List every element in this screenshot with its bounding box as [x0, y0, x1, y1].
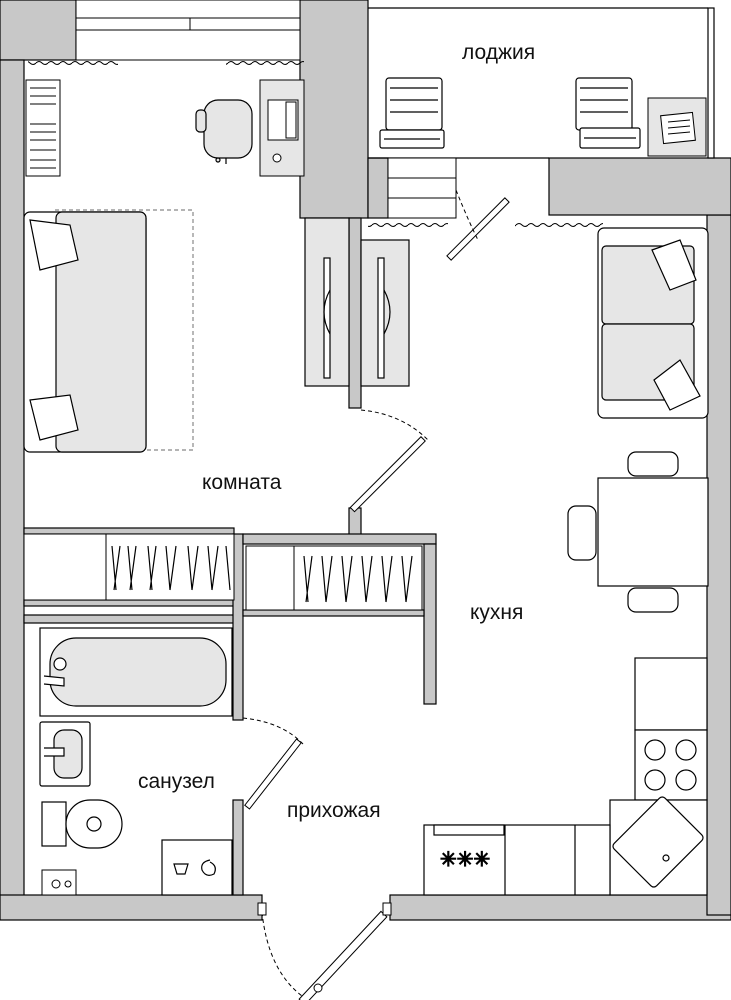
curtain-room-right: [226, 60, 304, 66]
sofa-room: [23, 209, 194, 453]
washing-machine: [161, 839, 233, 896]
loggia-chair-right: [575, 77, 641, 149]
hob: [634, 729, 708, 801]
kitchen-cabinet-top: [634, 657, 708, 731]
balcony-door-block: [387, 157, 457, 219]
room-wardrobe-right: [360, 239, 410, 387]
label-room: комната: [202, 471, 282, 494]
office-chair: [195, 99, 253, 164]
label-hallway: прихожая: [287, 799, 381, 822]
wardrobe-hallway: [245, 545, 423, 611]
bathroom-door: [242, 717, 304, 810]
label-kitchen: кухня: [470, 601, 524, 624]
loggia-table: [647, 97, 707, 157]
curtain-room-left: [28, 60, 118, 66]
desk: [259, 79, 305, 177]
wardrobe-room-side: [23, 533, 235, 601]
dining-table: [567, 451, 709, 613]
room-window: [75, 0, 301, 61]
label-bathroom: санузел: [138, 770, 215, 793]
balcony-door: [446, 189, 510, 261]
room-wardrobe-left: [304, 217, 350, 387]
entrance-door: [257, 902, 392, 1000]
room-door: [349, 409, 429, 513]
toilet: [41, 799, 123, 849]
bathroom-floor-item: [41, 869, 77, 896]
curtain-kitchen: [515, 223, 603, 229]
washbasin: [39, 721, 91, 787]
label-loggia: лоджия: [462, 41, 536, 64]
svg-text:✳✳✳: ✳✳✳: [440, 847, 490, 871]
bookshelf: [25, 79, 61, 177]
kitchen-sink: [609, 796, 708, 896]
kitchen-counter-bottom: ✳✳✳: [423, 824, 611, 896]
curtain-room-door: [368, 223, 448, 229]
loggia-chair-left: [379, 77, 445, 149]
kitchen-sofa: [597, 227, 709, 419]
bathtub: [39, 627, 233, 717]
